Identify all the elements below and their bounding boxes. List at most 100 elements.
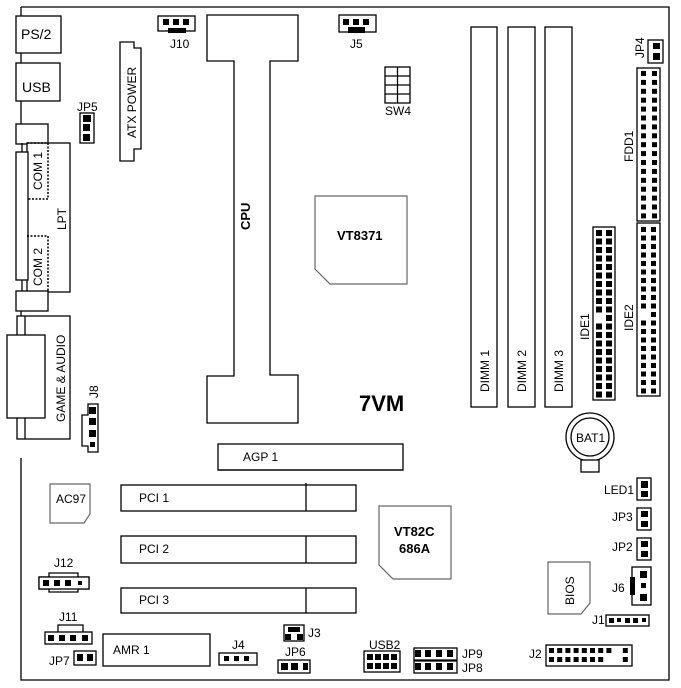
connector-pin [641,186,646,192]
cpu-label: CPU [238,203,253,230]
southbridge-chip [378,505,452,580]
connector-pin [596,374,602,381]
connector-pin [651,312,656,317]
connector-pin [641,227,646,232]
connector-pin [641,286,646,292]
j8-label: J8 [87,385,101,398]
jp3-jumper [636,507,652,531]
dimm-slot-3: DIMM 3 [544,26,573,408]
connector-pin [596,255,602,262]
connector-pin [606,238,612,245]
connector-pin [565,657,571,662]
usb2-label: USB2 [369,638,401,652]
connector-pin [641,278,646,283]
northbridge-chip [314,195,408,285]
connector-pin [549,648,554,653]
connector-pin [651,269,656,275]
connector-pin [641,346,646,351]
connector-pin [606,374,612,381]
amr-label: AMR 1 [113,643,150,657]
connector-pin [557,657,563,662]
connector-pin [606,648,612,653]
connector-pin [641,124,646,130]
ide1-label: IDE1 [578,313,592,340]
agp-slot [217,443,404,471]
connector-pin [651,252,656,258]
connector-pin [596,357,602,364]
connector-pin [573,648,579,653]
fdd1-label: FDD1 [622,130,636,162]
connector-pin [590,648,595,653]
connector-pin [596,289,602,296]
jp8-jumper [413,660,458,674]
connector-pin [596,323,602,330]
amr-slot [102,633,211,667]
connector-pin [606,349,612,355]
connector-pin [652,160,657,165]
com1-label: COM 1 [31,152,45,190]
jp8-label: JP8 [462,661,483,675]
j10-header [157,15,196,33]
connector-pin [606,332,612,338]
j1-label: J1 [592,613,605,627]
j8-header [81,403,99,453]
bat1-label: BAT1 [576,431,605,445]
cpu-slot [206,14,299,424]
jp2-jumper [636,537,652,561]
j5-header [338,14,377,33]
connector-pin [641,337,646,343]
connector-pin [651,295,656,300]
connector-pin [606,298,612,304]
connector-pin [651,278,656,283]
connector-pin [641,71,646,76]
connector-pin [606,323,612,330]
connector-pin [596,272,602,279]
connector-pin [596,366,602,372]
jp7-label: JP7 [49,654,70,668]
connector-pin [596,230,602,236]
j6-header [630,566,652,606]
connector-pin [606,340,612,347]
connector-pin [557,648,563,653]
j4-header [218,652,258,666]
connector-pin [651,329,656,334]
j2-label: J2 [529,647,542,661]
ac97-chip [49,483,91,524]
connector-pin [651,354,656,360]
connector-pin [596,264,602,270]
connector-pin [606,366,612,372]
connector-pin [641,244,646,249]
pci1-label: PCI 1 [139,491,169,505]
connector-pin [606,281,612,287]
connector-pin [596,281,602,287]
board-model-label: 7VM [359,391,404,416]
connector-pin [596,247,602,253]
connector-pin [651,261,656,266]
connector-pin [622,657,628,662]
bios-chip [547,561,591,615]
jp2-label: JP2 [612,540,633,554]
connector-pin [549,657,554,662]
led1-header [636,477,652,501]
connector-pin [606,264,612,270]
j3-label: J3 [308,626,321,640]
connector-pin [641,142,646,148]
connector-pin [581,657,587,662]
jp5-label: JP5 [77,100,98,114]
j1-header [605,614,650,627]
jp3-label: JP3 [612,510,633,524]
connector-pin [652,186,657,192]
j6-label: J6 [612,581,625,595]
connector-pin [651,303,656,309]
connector-pin [641,97,646,103]
lpt-label: LPT [55,207,69,230]
connector-pin [598,657,604,662]
connector-pin [652,204,657,210]
connector-pin [596,340,602,347]
connector-pin [652,195,657,201]
connector-pin [641,160,646,165]
battery-bat1 [565,412,615,473]
j12-label: J12 [54,556,74,570]
connector-pin [651,388,656,394]
connector-pin [596,391,602,398]
